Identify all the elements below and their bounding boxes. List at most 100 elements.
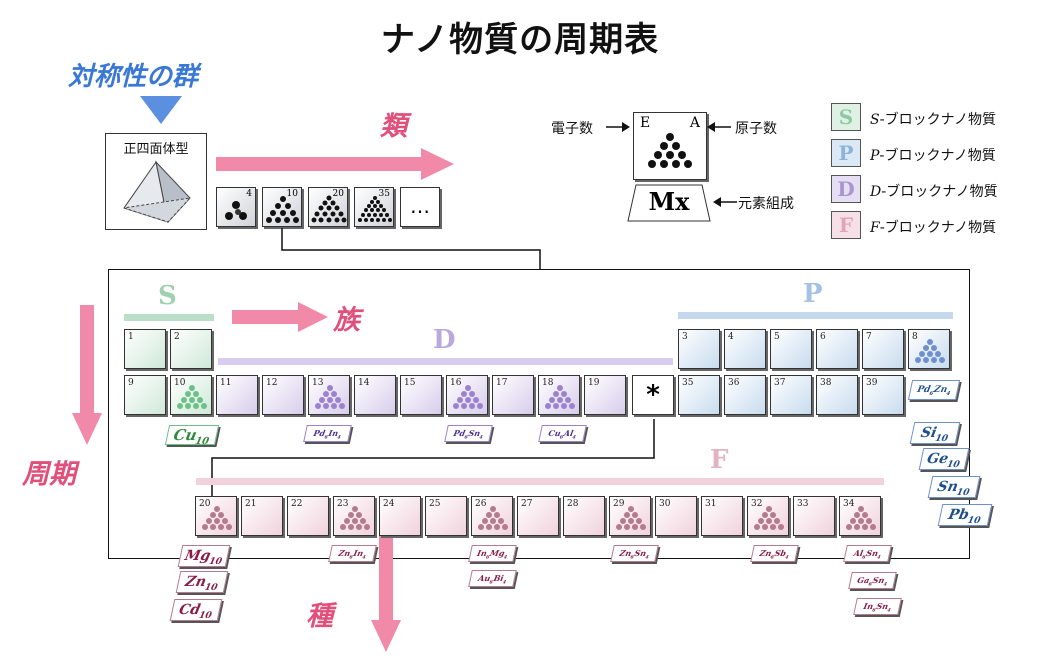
element-cell-39[interactable]: 39 (862, 375, 904, 415)
formula-label-aubi[interactable]: Au6Bi4 (468, 570, 517, 587)
cluster-size: 20 (332, 189, 344, 199)
legend-f-swatch: F (831, 211, 861, 239)
formula-label-insn[interactable]: In6Sn4 (853, 598, 902, 615)
cluster-20-cell[interactable]: 20 (308, 187, 348, 227)
f-block-link-cell[interactable]: * (632, 375, 674, 415)
element-cell-16[interactable]: 16 (446, 375, 488, 415)
formula-label-mg[interactable]: Mg10 (177, 545, 231, 567)
legend-prefix: F (870, 220, 880, 236)
cluster-10-cell[interactable]: 10 (262, 187, 302, 227)
cluster-icon (177, 385, 207, 409)
d-block-letter: D (433, 325, 456, 355)
element-cell-33[interactable]: 33 (793, 496, 835, 536)
element-cell-14[interactable]: 14 (354, 375, 396, 415)
family-arrow-icon (232, 302, 328, 332)
formula-label-znin[interactable]: Zn6In4 (328, 545, 377, 562)
cell-number: 31 (705, 499, 717, 509)
element-cell-22[interactable]: 22 (287, 496, 329, 536)
label-subscript-b: 4 (882, 581, 888, 588)
cell-number: 21 (245, 499, 257, 509)
element-cell-34[interactable]: 34 (839, 496, 881, 536)
formula-label-cual[interactable]: Cu6Al4 (538, 425, 587, 442)
element-cell-12[interactable]: 12 (262, 375, 304, 415)
legend-prefix: S (870, 112, 880, 128)
element-cell-32[interactable]: 32 (747, 496, 789, 536)
class-label: 類 (380, 111, 407, 142)
element-cell-26[interactable]: 26 (471, 496, 513, 536)
formula-label-pdin[interactable]: Pd6In4 (303, 425, 352, 442)
formula-label-alsn[interactable]: Al6Sn4 (843, 545, 892, 562)
element-cell-20[interactable]: 20 (195, 496, 237, 536)
key-e: E (640, 115, 651, 131)
element-cell-17[interactable]: 17 (492, 375, 534, 415)
cluster-icon (340, 506, 370, 530)
element-cell-31[interactable]: 31 (701, 496, 743, 536)
formula-label-pb[interactable]: Pb10 (937, 504, 993, 526)
element-cell-11[interactable]: 11 (216, 375, 258, 415)
page-title: ナノ物質の周期表 (380, 20, 660, 60)
cluster-35-cell[interactable]: 35 (354, 187, 394, 227)
element-cell-19[interactable]: 19 (584, 375, 626, 415)
formula-label-cd[interactable]: Cd10 (169, 599, 223, 621)
element-cell-29[interactable]: 29 (609, 496, 651, 536)
element-cell-3[interactable]: 3 (678, 329, 720, 369)
element-cell-21[interactable]: 21 (241, 496, 283, 536)
element-cell-35[interactable]: 35 (678, 375, 720, 415)
element-cell-5[interactable]: 5 (770, 329, 812, 369)
key-left-arrow-icon (707, 122, 731, 132)
element-cell-18[interactable]: 18 (538, 375, 580, 415)
key-electrons-label: 電子数 (551, 121, 593, 137)
element-cell-6[interactable]: 6 (816, 329, 858, 369)
element-cell-2[interactable]: 2 (170, 329, 212, 369)
formula-label-znsn[interactable]: Zn6Sn4 (610, 545, 659, 562)
cell-number: 9 (128, 378, 134, 388)
element-cell-36[interactable]: 36 (724, 375, 766, 415)
cluster-more-cell: … (400, 187, 440, 227)
cluster-size: 4 (246, 189, 252, 199)
element-cell-23[interactable]: 23 (333, 496, 375, 536)
element-cell-15[interactable]: 15 (400, 375, 442, 415)
element-cell-28[interactable]: 28 (563, 496, 605, 536)
label-subscript-b: 4 (336, 434, 342, 441)
cell-number: 6 (820, 332, 826, 342)
element-cell-9[interactable]: 9 (124, 375, 166, 415)
element-cell-38[interactable]: 38 (816, 375, 858, 415)
legend-prefix: P (870, 148, 880, 164)
element-cell-8[interactable]: 8 (908, 329, 950, 369)
cluster-4-cell[interactable]: 4 (216, 187, 256, 227)
element-cell-30[interactable]: 30 (655, 496, 697, 536)
legend-p-label: P-ブロックナノ物質 (870, 145, 996, 165)
cell-number: 3 (682, 332, 688, 342)
formula-label-zn[interactable]: Zn10 (175, 571, 229, 593)
formula-label-pdzn[interactable]: Pd6Zn4 (907, 380, 961, 400)
cell-number: 24 (383, 499, 395, 509)
element-cell-7[interactable]: 7 (862, 329, 904, 369)
cluster-icon (453, 385, 483, 409)
cell-number: 18 (542, 378, 554, 388)
cell-number: 22 (291, 499, 303, 509)
formula-label-ge[interactable]: Ge10 (918, 448, 970, 470)
element-cell-10[interactable]: 10 (170, 375, 212, 415)
element-cell-37[interactable]: 37 (770, 375, 812, 415)
cluster-35-icon (358, 196, 392, 222)
formula-label-gasn[interactable]: Ga6Sn4 (848, 572, 897, 589)
cell-number: 10 (174, 378, 186, 388)
element-cell-4[interactable]: 4 (724, 329, 766, 369)
formula-label-znsb[interactable]: Zn6Sb4 (750, 545, 799, 562)
formula-label-si[interactable]: Si10 (909, 422, 961, 444)
cell-number: 36 (728, 378, 740, 388)
element-cell-25[interactable]: 25 (425, 496, 467, 536)
element-cell-1[interactable]: 1 (124, 329, 166, 369)
element-cell-13[interactable]: 13 (308, 375, 350, 415)
formula-label-inmg[interactable]: In6Mg4 (468, 545, 517, 562)
element-cell-27[interactable]: 27 (517, 496, 559, 536)
cell-number: 32 (751, 499, 763, 509)
formula-label-sn[interactable]: Sn10 (927, 476, 981, 498)
period-label: 周期 (22, 459, 76, 490)
formula-label-cu[interactable]: Cu10 (164, 425, 220, 447)
cell-number: 35 (682, 378, 694, 388)
cell-number: 17 (496, 378, 508, 388)
formula-label-pdsn[interactable]: Pd6Sn4 (444, 425, 493, 442)
element-cell-24[interactable]: 24 (379, 496, 421, 536)
cell-number: 7 (866, 332, 872, 342)
